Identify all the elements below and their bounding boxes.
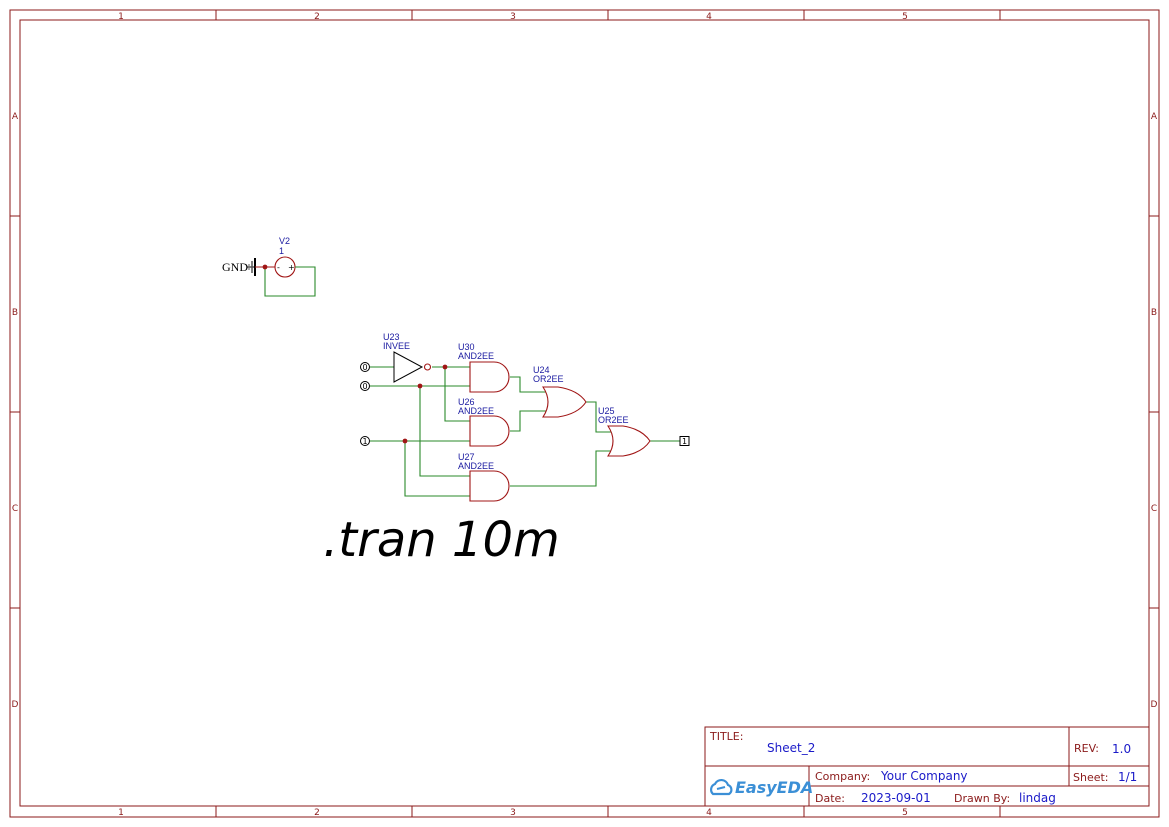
drawn-by-key: Drawn By: [954,792,1010,805]
date-value: 2023-09-01 [861,791,931,805]
u27-model: AND2EE [458,461,494,471]
input-port-1-value: 0 [362,363,367,372]
voltage-source-v2[interactable]: GND - + V2 1 [222,236,316,297]
output-port[interactable]: 1 [679,436,690,447]
zone-dividers [10,10,1159,817]
u30-designator: U30 [458,342,475,352]
inner-border [19,19,1150,807]
zone-col-3-top: 3 [510,12,516,22]
zone-row-c-right: C [1151,504,1157,514]
brand-name: EasyEDA [735,778,813,797]
u30-model: AND2EE [458,351,494,361]
u26-designator: U26 [458,397,475,407]
sheet-value: 1/1 [1118,770,1137,784]
output-port-value: 1 [682,437,687,446]
cloud-icon [710,778,733,796]
junction [442,364,448,370]
u24-designator: U24 [533,365,550,375]
zone-row-a-left: A [12,112,19,122]
zone-row-b-left: B [12,308,18,318]
input-port-3-value: 1 [362,437,367,446]
zone-col-3-bottom: 3 [510,808,516,818]
u27-designator: U27 [458,452,475,462]
easyeda-logo: EasyEDA [710,778,813,797]
junction [402,438,408,444]
inverter-bubble [423,363,432,371]
inverter-u23[interactable]: U23 INVEE [383,332,432,383]
zone-row-c-left: C [12,504,18,514]
zone-row-a-right: A [1151,112,1158,122]
zone-col-5-bottom: 5 [902,808,908,818]
title-block: TITLE: Sheet_2 REV: 1.0 EasyEDA Company:… [704,726,1150,807]
u26-model: AND2EE [458,406,494,416]
u23-model: INVEE [383,341,410,351]
input-port-1[interactable]: 0 [360,362,370,373]
rev-value: 1.0 [1112,742,1131,756]
company-value: Your Company [880,769,968,783]
date-key: Date: [815,792,845,805]
and-gate-u27[interactable]: U27 AND2EE [458,452,510,502]
input-port-2-value: 0 [362,382,367,391]
u23-designator: U23 [383,332,400,342]
ground-icon [247,258,256,276]
zone-col-1-bottom: 1 [118,808,124,818]
and-gate-u30[interactable]: U30 AND2EE [458,342,510,393]
and-gate-u26[interactable]: U26 AND2EE [458,397,510,447]
or-gate-u25[interactable]: U25 OR2EE [598,406,651,457]
input-port-2[interactable]: 0 [360,381,370,392]
source-plus-sign: + [288,263,295,272]
input-port-3[interactable]: 1 [360,436,370,447]
zone-row-d-left: D [12,700,19,710]
u24-model: OR2EE [533,374,564,384]
nets [370,366,680,497]
drawn-by-value: lindag [1019,791,1056,805]
drawing-frame: 1 2 3 4 5 1 2 3 4 5 A B C D A B C D [9,9,1160,818]
zone-col-4-top: 4 [706,12,712,22]
zone-row-b-right: B [1151,308,1157,318]
u25-designator: U25 [598,406,615,416]
u25-model: OR2EE [598,415,629,425]
source-minus-sign: - [277,263,280,272]
zone-col-2-top: 2 [314,12,320,22]
v2-value: 1 [279,246,284,256]
zone-col-5-top: 5 [902,12,908,22]
gnd-label: GND [222,260,248,274]
junction [262,264,268,270]
outer-border [9,9,1160,818]
zone-col-2-bottom: 2 [314,808,320,818]
or-gate-u24[interactable]: U24 OR2EE [533,365,587,418]
sheet-key: Sheet: [1073,771,1109,784]
inverter-triangle [393,351,424,383]
zone-row-d-right: D [1151,700,1158,710]
sheet-title: Sheet_2 [767,741,815,755]
rev-key: REV: [1074,742,1099,755]
zone-col-1-top: 1 [118,12,124,22]
source-loop-wire [264,266,316,297]
company-key: Company: [815,770,870,783]
spice-directive[interactable]: .tran 10m [323,512,560,568]
title-key: TITLE: [709,730,743,743]
zone-col-4-bottom: 4 [706,808,712,818]
junction [417,383,423,389]
v2-designator: V2 [279,236,290,246]
